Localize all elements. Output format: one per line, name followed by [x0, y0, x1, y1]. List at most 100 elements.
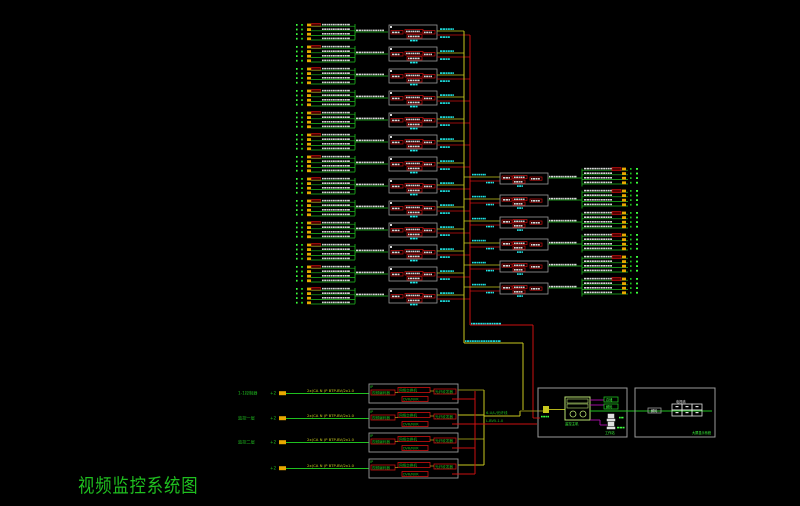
text-glyph	[337, 253, 340, 255]
text-glyph	[406, 30, 408, 33]
signal-label	[440, 160, 454, 162]
text-glyph	[586, 177, 590, 179]
text-glyph	[397, 75, 400, 78]
text-glyph	[375, 205, 378, 208]
text-glyph	[340, 231, 343, 233]
camera-icon	[307, 147, 311, 151]
text-glyph	[589, 233, 592, 236]
text-glyph	[448, 124, 450, 126]
text-glyph	[347, 199, 350, 202]
text-glyph	[397, 53, 400, 56]
text-glyph	[589, 291, 592, 294]
text-glyph	[589, 255, 592, 258]
text-glyph	[340, 81, 343, 84]
text-glyph	[450, 50, 453, 52]
text-glyph	[448, 190, 450, 192]
camera-icon	[622, 277, 626, 281]
location-label: 监控一层	[238, 415, 255, 422]
text-glyph	[369, 293, 371, 296]
text-glyph	[586, 189, 590, 192]
camera-icon	[307, 72, 311, 75]
text-glyph	[514, 291, 516, 293]
text-glyph	[410, 83, 413, 86]
text-glyph	[326, 72, 328, 74]
text-glyph	[485, 239, 486, 242]
text-glyph	[324, 279, 327, 282]
text-glyph	[605, 282, 608, 284]
text-glyph	[514, 176, 516, 179]
text-glyph	[326, 231, 328, 233]
feeder-cable-text	[356, 117, 384, 120]
text-glyph	[340, 279, 343, 282]
point-marker	[296, 50, 298, 53]
text-glyph	[335, 165, 337, 167]
text-glyph	[599, 255, 601, 258]
module	[397, 387, 431, 393]
text-glyph	[335, 231, 337, 233]
text-glyph	[442, 28, 446, 30]
text-glyph	[416, 30, 419, 33]
text-glyph	[382, 139, 384, 142]
point-marker	[301, 116, 303, 119]
text-glyph	[394, 163, 398, 166]
text-glyph	[594, 194, 597, 196]
text-glyph	[340, 160, 343, 162]
text-glyph	[342, 199, 345, 202]
text-glyph	[424, 141, 426, 144]
text-glyph	[330, 204, 332, 206]
camera-icon	[307, 204, 311, 207]
signal-label	[440, 72, 454, 74]
camera-cable-text	[584, 277, 612, 280]
text-glyph	[586, 282, 590, 284]
host-panel	[566, 398, 589, 404]
text-glyph	[328, 182, 330, 184]
module-label: 光纤收发器	[435, 389, 453, 394]
text-glyph	[408, 74, 411, 77]
point-marker	[630, 225, 632, 228]
box-corner-mark	[390, 26, 392, 28]
text-glyph	[605, 287, 608, 289]
point-marker	[630, 181, 632, 184]
text-glyph	[601, 287, 603, 289]
text-glyph	[415, 101, 417, 104]
text-glyph	[597, 282, 599, 284]
text-glyph	[322, 231, 324, 233]
text-glyph	[503, 199, 506, 201]
text-glyph	[553, 285, 556, 288]
point-marker	[296, 213, 298, 216]
text-glyph	[340, 177, 343, 180]
text-glyph	[364, 227, 366, 230]
module-text	[514, 220, 525, 223]
text-glyph	[344, 169, 347, 172]
text-glyph	[601, 269, 603, 272]
text-glyph	[326, 213, 328, 216]
text-glyph	[417, 35, 420, 38]
text-glyph	[337, 59, 340, 62]
text-glyph	[410, 171, 413, 174]
point-marker	[301, 112, 303, 114]
camera-cable-text	[322, 177, 350, 180]
text-glyph	[408, 294, 411, 297]
text-glyph	[518, 220, 520, 223]
text-glyph	[594, 172, 597, 174]
text-glyph	[565, 197, 567, 200]
text-glyph	[344, 182, 347, 184]
text-glyph	[342, 177, 345, 180]
camera-group	[296, 287, 470, 306]
text-glyph	[599, 211, 601, 214]
camera-cable-text	[322, 147, 350, 150]
text-glyph	[342, 160, 345, 162]
text-glyph	[347, 169, 350, 172]
text-glyph	[599, 225, 601, 228]
text-glyph	[415, 259, 418, 262]
text-glyph	[592, 260, 594, 262]
text-glyph	[483, 322, 485, 325]
text-glyph	[328, 67, 330, 70]
text-glyph	[599, 282, 601, 284]
text-glyph	[328, 248, 330, 250]
point-marker	[630, 282, 632, 285]
point-code: +2	[270, 466, 277, 471]
text-glyph	[324, 133, 327, 136]
